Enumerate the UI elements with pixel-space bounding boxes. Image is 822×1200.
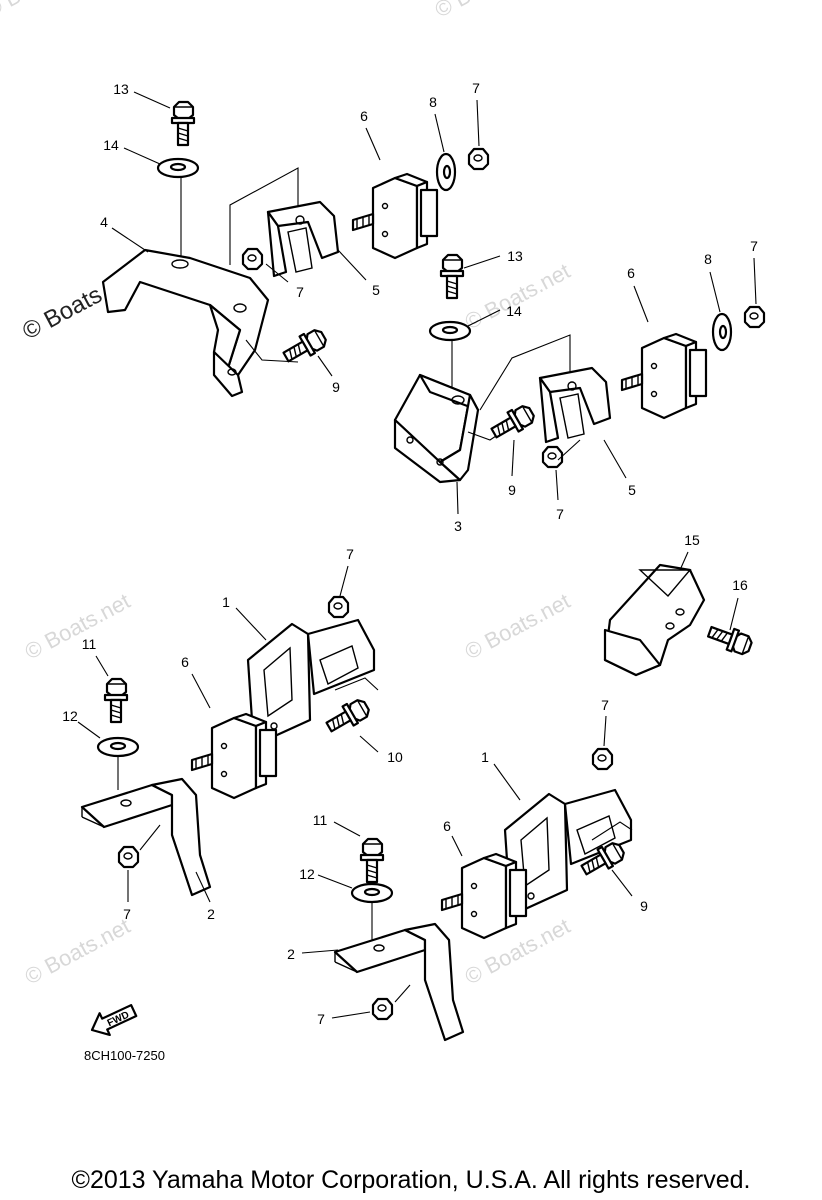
callout-13-b: 13 bbox=[507, 248, 523, 264]
bracket-3 bbox=[393, 373, 480, 484]
washer-12-b bbox=[350, 882, 394, 904]
nut-7-d bbox=[541, 445, 564, 469]
bolt-13-b bbox=[439, 253, 465, 300]
callout-12-b: 12 bbox=[299, 866, 315, 882]
mount-6-a bbox=[351, 172, 439, 260]
bolt-9-b bbox=[487, 400, 538, 444]
callout-7-f: 7 bbox=[123, 906, 131, 922]
callout-3: 3 bbox=[454, 518, 462, 534]
bracket-2-b bbox=[333, 922, 465, 1042]
clip-5-b bbox=[538, 366, 612, 444]
callout-2-a: 2 bbox=[207, 906, 215, 922]
callout-5-b: 5 bbox=[628, 482, 636, 498]
callout-12-a: 12 bbox=[62, 708, 78, 724]
washer-12-a bbox=[96, 736, 140, 758]
callout-14-b: 14 bbox=[506, 303, 522, 319]
callout-14-a: 14 bbox=[103, 137, 119, 153]
callouts: 13 14 4 6 8 7 7 5 9 13 14 6 8 7 9 7 5 3 bbox=[62, 80, 758, 1027]
bracket-4 bbox=[101, 248, 270, 398]
callout-1-b: 1 bbox=[481, 749, 489, 765]
watermark-4: © Boats.net bbox=[21, 913, 135, 989]
callout-16: 16 bbox=[732, 577, 748, 593]
assembly-upper-left bbox=[101, 100, 490, 398]
washer-14-b bbox=[428, 320, 472, 342]
nut-7-g bbox=[591, 747, 614, 771]
callout-7-d: 7 bbox=[556, 506, 564, 522]
callout-8-a: 8 bbox=[429, 94, 437, 110]
callout-9-b: 9 bbox=[508, 482, 516, 498]
callout-7-b: 7 bbox=[296, 284, 304, 300]
callout-11-a: 11 bbox=[82, 636, 97, 652]
callout-6-a: 6 bbox=[360, 108, 368, 124]
callout-11-b: 11 bbox=[313, 812, 328, 828]
callout-5-a: 5 bbox=[372, 282, 380, 298]
callout-9-c: 9 bbox=[640, 898, 648, 914]
washer-8-a bbox=[435, 152, 457, 192]
washer-8-b bbox=[711, 312, 733, 352]
watermark-1: © Boats.net bbox=[461, 258, 575, 334]
nut-7-c bbox=[743, 305, 766, 329]
copyright-footer: ©2013 Yamaha Motor Corporation, U.S.A. A… bbox=[71, 1166, 751, 1194]
assembly-upper-right bbox=[393, 253, 766, 484]
bolt-10 bbox=[322, 694, 373, 738]
nut-7-a bbox=[467, 147, 490, 171]
bolt-11-a bbox=[103, 677, 129, 724]
bolt-13-a bbox=[170, 100, 196, 147]
assembly-part-15 bbox=[603, 563, 756, 677]
callout-7-h: 7 bbox=[317, 1011, 325, 1027]
assembly-lower-left bbox=[80, 595, 379, 897]
bracket-2-a bbox=[80, 777, 212, 897]
callout-6-b: 6 bbox=[627, 265, 635, 281]
callout-7-c: 7 bbox=[750, 238, 758, 254]
callout-7-e: 7 bbox=[346, 546, 354, 562]
callout-2-b: 2 bbox=[287, 946, 295, 962]
nut-7-e bbox=[327, 595, 350, 619]
callout-1-a: 1 bbox=[222, 594, 230, 610]
callout-15: 15 bbox=[684, 532, 700, 548]
watermark-7: © Boats.net bbox=[431, 0, 545, 22]
watermark-2: © Boats.net bbox=[21, 588, 135, 664]
nut-7-f bbox=[117, 845, 140, 869]
nut-7-b bbox=[241, 247, 264, 271]
washer-14-a bbox=[156, 157, 200, 179]
mount-6-c bbox=[190, 712, 278, 800]
clip-5-a bbox=[266, 200, 340, 278]
callout-4: 4 bbox=[100, 214, 108, 230]
bolt-16 bbox=[704, 620, 756, 658]
callout-6-d: 6 bbox=[443, 818, 451, 834]
nut-7-h bbox=[371, 997, 394, 1021]
callout-8-b: 8 bbox=[704, 251, 712, 267]
mount-6-b bbox=[620, 332, 708, 420]
mount-6-d bbox=[440, 852, 528, 940]
diagram-code: 8CH100-7250 bbox=[84, 1048, 165, 1063]
watermark-3: © Boats.net bbox=[461, 588, 575, 664]
watermarks: © Boats.net © Boats.net © Boats.net © Bo… bbox=[0, 0, 574, 989]
callout-7-g: 7 bbox=[601, 697, 609, 713]
fwd-arrow: FWD bbox=[90, 1004, 138, 1037]
bolt-11-b bbox=[359, 837, 385, 884]
callout-10: 10 bbox=[387, 749, 403, 765]
assembly-lower-right bbox=[333, 747, 633, 1042]
callout-7-a: 7 bbox=[472, 80, 480, 96]
callout-9-a: 9 bbox=[332, 379, 340, 395]
watermark-6: © Boats.net bbox=[0, 0, 94, 22]
callout-13-a: 13 bbox=[113, 81, 129, 97]
callout-6-c: 6 bbox=[181, 654, 189, 670]
fwd-label: FWD bbox=[106, 1010, 131, 1030]
